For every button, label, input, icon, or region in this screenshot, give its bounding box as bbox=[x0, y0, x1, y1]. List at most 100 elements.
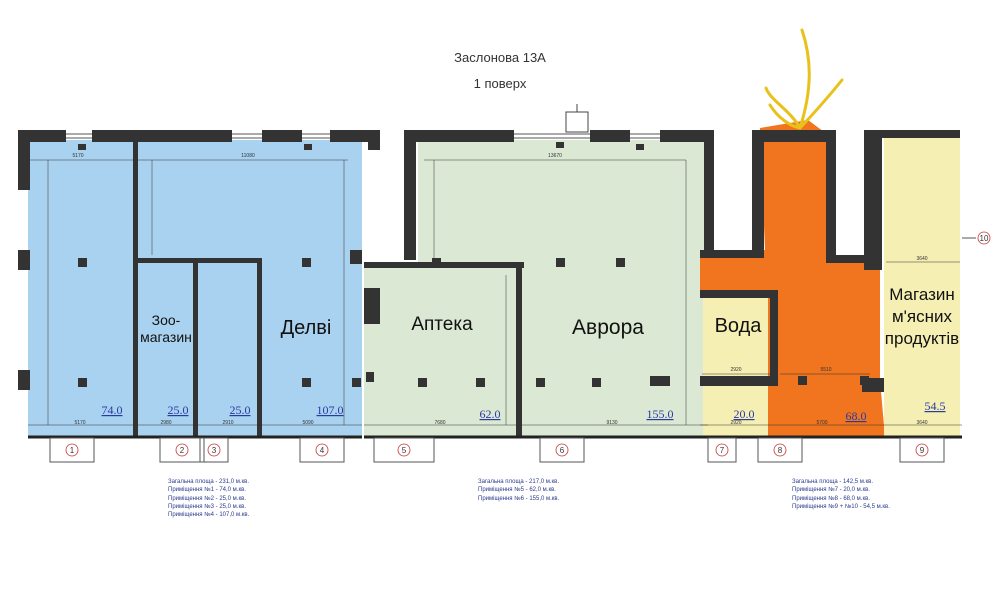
column bbox=[418, 378, 427, 387]
summary-line: Загальна площа - 231,0 м.кв. bbox=[168, 479, 250, 485]
wall-segment bbox=[700, 250, 764, 258]
dimension-label: 2920 bbox=[730, 420, 741, 426]
summary-line: Приміщення №3 - 25,0 м.кв. bbox=[168, 503, 246, 510]
room-label-r9: продуктів bbox=[885, 329, 959, 348]
summary-line: Приміщення №8 - 68,0 м.кв. bbox=[792, 495, 870, 502]
entrance-marker bbox=[977, 231, 991, 245]
entrance-marker bbox=[207, 443, 221, 457]
column bbox=[650, 376, 670, 386]
area-label-r7: 20.0 bbox=[734, 407, 755, 421]
entrance-number: 6 bbox=[560, 446, 565, 455]
column bbox=[476, 378, 485, 387]
column bbox=[432, 258, 441, 267]
summary-line: Приміщення №7 - 20,0 м.кв. bbox=[792, 487, 870, 494]
wall-segment bbox=[590, 130, 630, 142]
scribble-stroke bbox=[764, 86, 802, 130]
summary-block-1: Загальна площа - 231,0 м.кв. Приміщення … bbox=[168, 478, 249, 519]
entrance-stoop bbox=[159, 437, 205, 463]
top-vent bbox=[565, 104, 589, 133]
entrance-number: 10 bbox=[980, 234, 989, 243]
wall-segment bbox=[257, 258, 262, 437]
column bbox=[798, 376, 807, 385]
floor-title: 1 поверх bbox=[473, 76, 527, 91]
entrance-stoop bbox=[299, 437, 345, 463]
column bbox=[78, 144, 86, 150]
entrance-stoop bbox=[373, 437, 435, 463]
dimension-label: 3640 bbox=[916, 420, 927, 426]
dimension-label: 3640 bbox=[916, 256, 927, 262]
entrance-marker bbox=[315, 443, 329, 457]
area-label-r9: 54.5 bbox=[925, 399, 946, 413]
dimension-label: 2910 bbox=[222, 420, 233, 426]
scribble-stroke bbox=[798, 78, 844, 130]
entrance-marker bbox=[397, 443, 411, 457]
column bbox=[78, 378, 87, 387]
wall-segment bbox=[700, 376, 778, 386]
area-label-r2: 25.0 bbox=[168, 403, 189, 417]
wall-segment bbox=[864, 130, 960, 138]
wall-segment bbox=[262, 130, 302, 142]
dimension-label: 5700 bbox=[816, 420, 827, 426]
entrance-marker bbox=[715, 443, 729, 457]
wall-segment bbox=[752, 130, 764, 254]
entrance-number: 5 bbox=[402, 446, 407, 455]
area-label-r4: 107.0 bbox=[317, 403, 344, 417]
entrance-number: 9 bbox=[920, 446, 925, 455]
address-title: Заслонова 13А bbox=[454, 50, 546, 65]
dimension-label: 13670 bbox=[548, 153, 562, 159]
room-3-fill bbox=[198, 262, 259, 437]
entrance-marker bbox=[773, 443, 787, 457]
wall-segment bbox=[18, 250, 30, 270]
wall-segment bbox=[516, 262, 522, 437]
dimension-label: 11080 bbox=[241, 153, 255, 159]
wall-segment bbox=[18, 370, 30, 390]
wall-segment bbox=[136, 258, 260, 263]
room-9-fill bbox=[884, 135, 960, 437]
room-2-fill bbox=[138, 262, 195, 437]
entrance-number: 2 bbox=[180, 446, 185, 455]
dimension-label: 5510 bbox=[820, 367, 831, 373]
wall-segment bbox=[350, 250, 362, 264]
entrance-stoop bbox=[199, 437, 229, 463]
wall-segment bbox=[368, 130, 380, 150]
dimension-texts: 5170 11080 13670 5170 2980 2910 5090 768… bbox=[72, 153, 927, 426]
column bbox=[302, 258, 311, 267]
scribble-annotation bbox=[764, 28, 844, 130]
summary-line: Приміщення №4 - 107,0 м.кв. bbox=[168, 512, 250, 519]
dimension-label: 2980 bbox=[160, 420, 171, 426]
wall-segment bbox=[133, 142, 138, 437]
area-label-r3: 25.0 bbox=[230, 403, 251, 417]
room-label-r2: Зоо- bbox=[152, 312, 181, 328]
room-1-fill bbox=[28, 140, 136, 437]
entrance-marker bbox=[915, 443, 929, 457]
wall-segment bbox=[330, 130, 380, 142]
room-label-r7: Вода bbox=[715, 315, 763, 337]
wall-segment bbox=[826, 130, 836, 260]
room-label-r9: Магазин bbox=[889, 285, 955, 304]
entrance-stoop bbox=[899, 437, 945, 463]
wall-segment bbox=[700, 290, 778, 298]
summary-line: Приміщення №2 - 25,0 м.кв. bbox=[168, 495, 246, 502]
column bbox=[592, 378, 601, 387]
column bbox=[366, 372, 374, 382]
dimension-label: 7680 bbox=[434, 420, 445, 426]
wall-segment bbox=[404, 130, 514, 142]
area-label-r6: 155.0 bbox=[647, 407, 674, 421]
area-label-r1: 74.0 bbox=[102, 403, 123, 417]
wall-segment bbox=[752, 130, 830, 142]
room-fills bbox=[28, 120, 960, 437]
room-label-r5: Аптека bbox=[411, 314, 473, 335]
area-label-r8: 68.0 bbox=[846, 409, 867, 423]
wall-segment bbox=[704, 130, 714, 250]
summary-line: Приміщення №1 - 74,0 м.кв. bbox=[168, 487, 246, 494]
column bbox=[78, 258, 87, 267]
wall-segment bbox=[826, 255, 882, 263]
entrance-stoop bbox=[707, 437, 737, 463]
dimension-label: 2920 bbox=[730, 367, 741, 373]
entrance-number: 3 bbox=[212, 446, 217, 455]
summary-line: Приміщення №6 - 155,0 м.кв. bbox=[478, 495, 560, 502]
wall-segment bbox=[18, 130, 30, 190]
column bbox=[860, 376, 869, 385]
